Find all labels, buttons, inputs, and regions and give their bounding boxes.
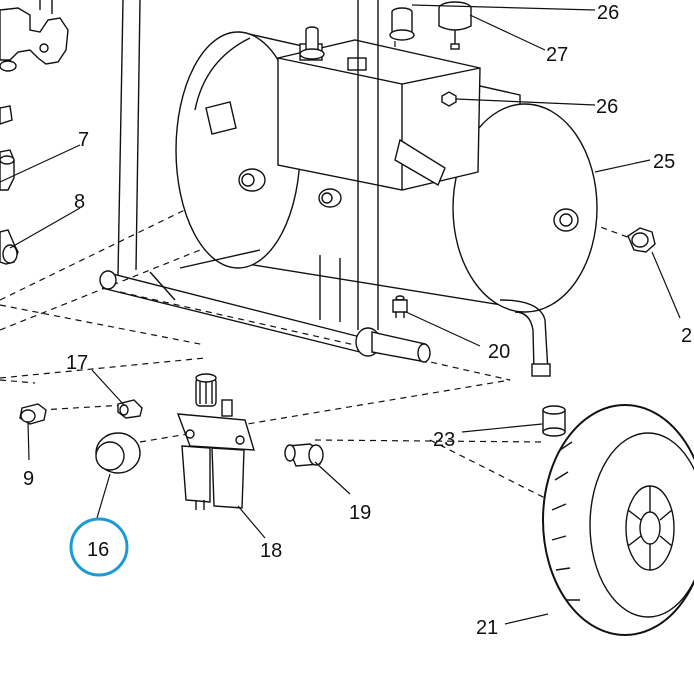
callout-26-top: 26 xyxy=(597,2,619,24)
elbow-part-8 xyxy=(0,229,19,265)
callout-8: 8 xyxy=(74,191,85,213)
callout-18: 18 xyxy=(260,540,282,562)
rubber-foot-part-23 xyxy=(542,405,566,437)
callout-labels: 2 7 8 9 16 17 18 19 20 21 23 25 26 26 27 xyxy=(23,2,692,639)
callout-19: 19 xyxy=(349,502,371,524)
frame xyxy=(99,0,551,377)
leader-lines xyxy=(0,4,681,625)
wheel-part-21 xyxy=(542,404,694,636)
pressure-switch-part-27 xyxy=(438,1,472,50)
fitting-part-7 xyxy=(0,149,15,191)
callout-20: 20 xyxy=(488,341,510,363)
top-left-valve-assembly xyxy=(0,0,69,125)
highlight-circle xyxy=(69,517,129,577)
valve-top-part-26 xyxy=(299,7,415,60)
callout-9: 9 xyxy=(23,468,34,490)
callout-21: 21 xyxy=(476,617,498,639)
callout-26-bottom: 26 xyxy=(596,96,618,118)
callout-17: 17 xyxy=(66,352,88,374)
filter-regulator-part-18 xyxy=(176,373,255,510)
nut-part-26 xyxy=(441,91,457,107)
cap-part-16 xyxy=(95,432,141,474)
fitting-part-9 xyxy=(19,403,47,425)
callout-7: 7 xyxy=(78,129,89,151)
fitting-part-19 xyxy=(284,443,324,467)
callout-2: 2 xyxy=(681,325,692,347)
plug-part-2 xyxy=(627,227,656,253)
callout-25: 25 xyxy=(653,151,675,173)
callout-27: 27 xyxy=(546,44,568,66)
drain-valve-part-20 xyxy=(392,295,408,318)
callout-23: 23 xyxy=(433,429,455,451)
callout-16: 16 xyxy=(87,539,109,561)
